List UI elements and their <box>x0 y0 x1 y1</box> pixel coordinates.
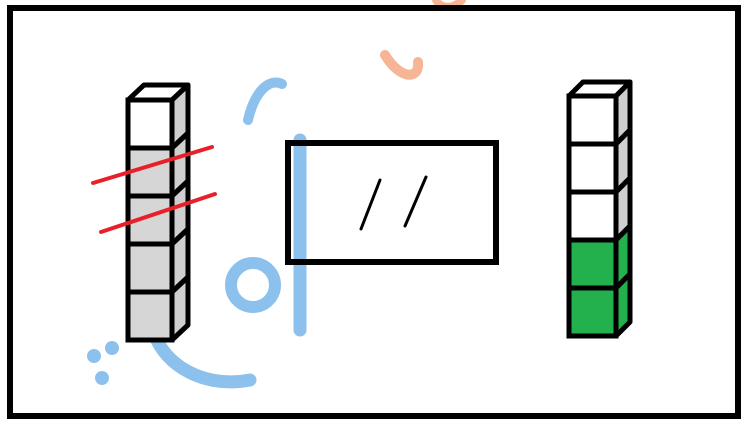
watermark-dot-3 <box>95 371 109 385</box>
right-cube-4-green <box>566 237 619 291</box>
strike-line-2 <box>99 192 217 234</box>
watermark-orange-mark <box>380 50 424 80</box>
left-cube-4-gray <box>125 241 175 295</box>
watermark-stroke-1 <box>243 77 287 125</box>
strike-lines <box>91 145 217 234</box>
left-cube-1-white <box>125 97 175 151</box>
watermark-circle <box>225 257 281 313</box>
answer-box-border <box>285 140 499 265</box>
right-cube-1-white <box>566 93 619 147</box>
right-cube-3-white <box>566 189 619 243</box>
tally-mark-2 <box>403 175 428 228</box>
strike-line-1 <box>91 145 214 185</box>
left-cube-tower <box>125 82 191 343</box>
watermark-dot-1 <box>87 349 101 363</box>
right-cube-tower <box>566 79 633 339</box>
watermark-logo <box>87 0 466 389</box>
left-cube-5-gray <box>125 289 175 343</box>
watermark-dot-2 <box>105 341 119 355</box>
right-cube-2-white <box>566 141 619 195</box>
tally-mark-1 <box>359 178 382 231</box>
outer-frame <box>7 5 741 419</box>
answer-box <box>285 140 499 265</box>
right-cube-5-green <box>566 285 619 339</box>
